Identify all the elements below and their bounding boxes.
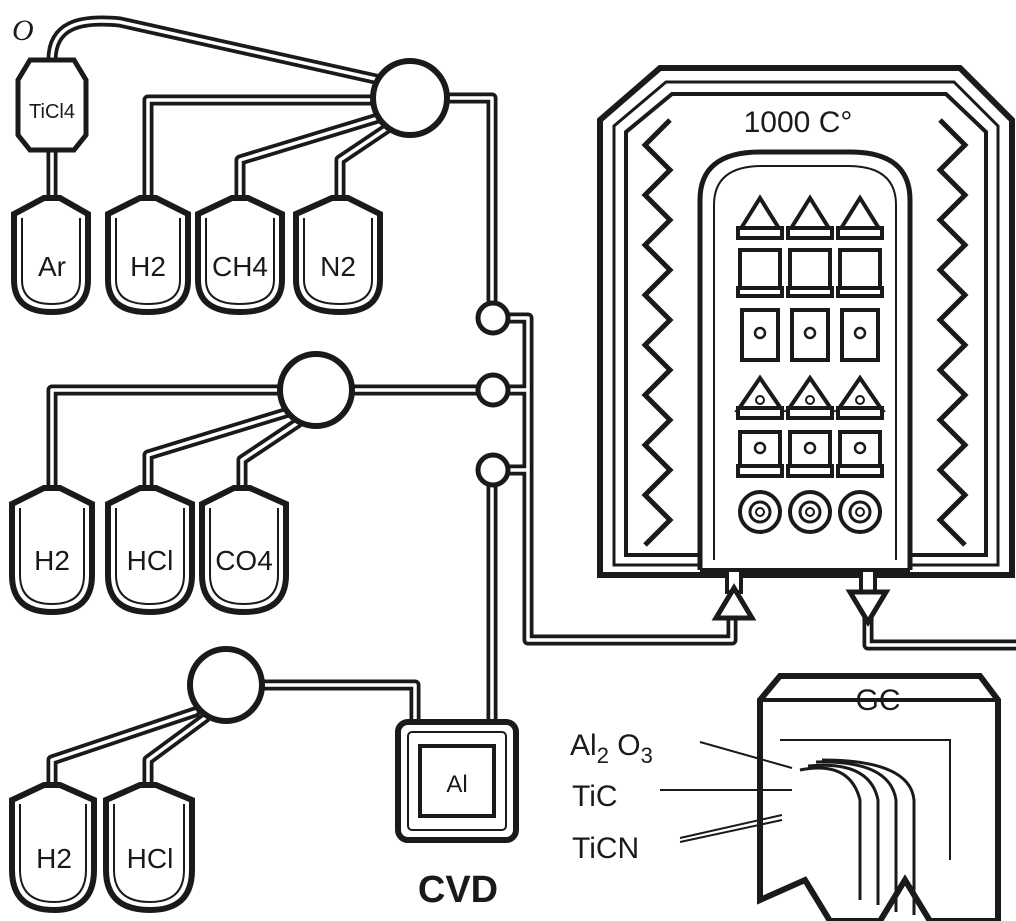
bottle-h2-bottom: H2 — [9, 782, 97, 914]
bottle-co4-label: CO4 — [215, 545, 273, 576]
bottle-co4: CO4 — [199, 485, 289, 616]
coated-insert: GC — [757, 673, 1001, 921]
valve-2 — [475, 372, 511, 408]
bottle-hcl-bottom: HCl — [103, 782, 195, 914]
process-label: CVD — [418, 869, 498, 911]
corner-letter: O — [12, 14, 34, 47]
layer-ticn: TiCN — [572, 832, 639, 865]
bottle-hcl-bottom-label: HCl — [127, 843, 174, 874]
mixer-bottom — [187, 646, 265, 724]
bottle-ar: Ar — [11, 195, 91, 316]
mixer-top — [370, 58, 450, 138]
furnace-inlet — [711, 568, 757, 621]
bottle-h2-mid-label: H2 — [34, 545, 70, 576]
insert-label: GC — [856, 684, 901, 717]
layer-al2o3: Al2 O3 — [570, 729, 653, 768]
heating-coil-left — [641, 118, 674, 547]
bottle-ch4-label: CH4 — [212, 251, 268, 282]
bottle-n2: N2 — [293, 195, 383, 316]
ticl4-tank: TiCl4 — [15, 57, 89, 153]
bottle-h2-mid: H2 — [9, 485, 95, 616]
al-label: Al — [446, 771, 467, 798]
valve-3 — [475, 452, 511, 488]
bottle-hcl-mid: HCl — [105, 485, 195, 616]
furnace-temperature: 1000 C° — [744, 106, 853, 139]
mixer-mid — [277, 351, 355, 429]
bottle-hcl-mid-label: HCl — [127, 545, 174, 576]
coating-layer-labels: Al2 O3 TiC TiCN — [570, 729, 793, 865]
insert-rack — [734, 194, 886, 534]
furnace-outlet — [845, 568, 891, 627]
bottle-n2-label: N2 — [320, 251, 356, 282]
heating-coil-right — [936, 118, 969, 547]
al-generator: Al — [395, 719, 519, 843]
bottle-h2-top-label: H2 — [130, 251, 166, 282]
valve-1 — [475, 300, 511, 336]
ticl4-label: TiCl4 — [29, 101, 75, 123]
bottle-h2-bottom-label: H2 — [36, 843, 72, 874]
bottle-ch4: CH4 — [195, 195, 285, 316]
bottle-h2-top: H2 — [105, 195, 191, 316]
gas-pipes — [46, 15, 1016, 791]
layer-tic: TiC — [572, 780, 618, 813]
bottle-ar-label: Ar — [38, 251, 66, 282]
